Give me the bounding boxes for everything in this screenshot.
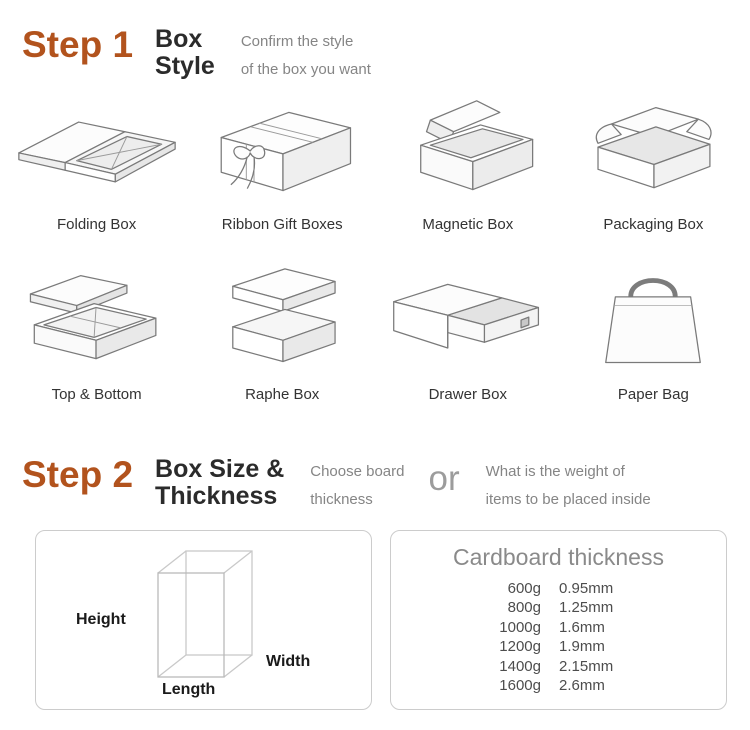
box-style-label: Top & Bottom [51, 386, 142, 403]
height-label: Height [76, 611, 126, 628]
dimension-cube-icon [157, 550, 253, 678]
step2-desc-thickness: Choose board thickness [310, 458, 404, 514]
thickness-cell: 1.9mm [559, 638, 605, 656]
weight-cell: 800g [507, 599, 541, 617]
or-label: or [428, 459, 460, 498]
step1-label: Step 1 [22, 24, 134, 65]
box-style-label: Folding Box [56, 216, 137, 233]
folding-box-icon [8, 92, 186, 210]
step1-desc-line1: Confirm the style [240, 33, 354, 50]
box-style-top-bottom: Top & Bottom [8, 262, 186, 403]
step1-title: Box Style [155, 26, 215, 79]
box-style-label: Raphe Box [245, 386, 320, 403]
box-style-ribbon-gift-boxes: Ribbon Gift Boxes [193, 92, 371, 233]
step2-header: Step 2 Box Size & Thickness Choose board… [22, 456, 651, 514]
thickness-cell: 1.25mm [559, 599, 614, 617]
weight-cell: 1400g [499, 657, 541, 675]
step2-desc1-line1: Choose board [310, 463, 405, 480]
box-style-label: Packaging Box [603, 216, 704, 233]
box-style-paper-bag: Paper Bag [564, 262, 742, 403]
ribbon-gift-boxes-icon [193, 92, 371, 210]
weight-cell: 1600g [499, 677, 541, 695]
thickness-cell: 1.6mm [559, 618, 605, 636]
step1-header: Step 1 Box Style Confirm the style of th… [22, 26, 371, 84]
paper-bag-icon [564, 262, 742, 380]
step2-desc2-line1: What is the weight of [485, 463, 625, 480]
box-style-packaging-box: Packaging Box [564, 92, 742, 233]
raphe-box-icon [193, 262, 371, 380]
box-style-folding-box: Folding Box [8, 92, 186, 233]
box-style-magnetic-box: Magnetic Box [379, 92, 557, 233]
top-bottom-box-icon [8, 262, 186, 380]
cardboard-thickness-panel: Cardboard thickness 600g 0.95mm 800g 1.2… [390, 530, 727, 710]
step2-label: Step 2 [22, 454, 134, 495]
thickness-cell: 2.15mm [559, 657, 614, 675]
step2-title-line1: Box Size & [155, 455, 285, 483]
box-style-raphe-box: Raphe Box [193, 262, 371, 403]
step1-desc: Confirm the style of the box you want [241, 28, 371, 84]
box-style-label: Magnetic Box [422, 216, 514, 233]
box-style-row-2: Top & Bottom Raphe Box [0, 262, 750, 403]
drawer-box-icon [379, 262, 557, 380]
weight-cell: 1200g [499, 638, 541, 656]
box-style-label: Paper Bag [617, 386, 689, 403]
length-label: Length [162, 681, 216, 698]
step1-desc-line2: of the box you want [240, 60, 371, 78]
step2-title-line2: Thickness [155, 481, 278, 510]
step2-title: Box Size & Thickness [155, 456, 284, 509]
magnetic-box-icon [379, 92, 557, 210]
thickness-cell: 2.6mm [559, 677, 605, 695]
step2-desc-weight: What is the weight of items to be placed… [486, 458, 651, 514]
box-style-row-1: Folding Box [0, 92, 750, 233]
thickness-table: 600g 0.95mm 800g 1.25mm 1000g 1.6mm 1200… [489, 580, 613, 696]
step1-title-line1: Box [155, 25, 203, 53]
box-style-drawer-box: Drawer Box [379, 262, 557, 403]
box-size-panel: Height Width Length [35, 530, 372, 710]
step2-desc1-line2: thickness [310, 490, 373, 508]
step1-title-line2: Style [155, 51, 215, 80]
step2-desc2-line2: items to be placed inside [485, 490, 651, 508]
weight-cell: 600g [507, 580, 541, 597]
thickness-title: Cardboard thickness [453, 544, 664, 570]
packaging-box-icon [564, 92, 742, 210]
thickness-cell: 0.95mm [559, 580, 614, 597]
box-style-label: Drawer Box [428, 386, 507, 403]
weight-cell: 1000g [499, 618, 541, 636]
width-label: Width [266, 653, 311, 670]
box-style-label: Ribbon Gift Boxes [221, 216, 343, 233]
